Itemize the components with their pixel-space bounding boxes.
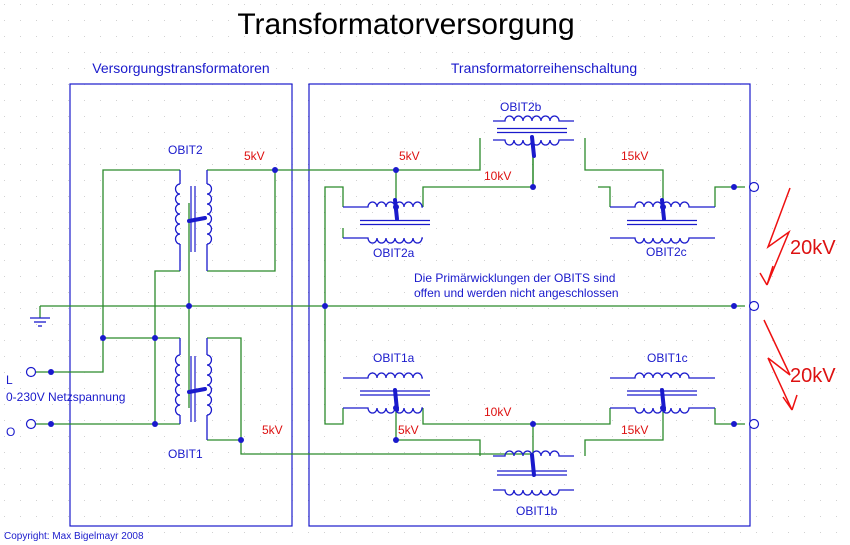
voltage-bottom-5kv: 5kV (398, 423, 419, 437)
output-terminals (748, 181, 760, 430)
voltage-bottom-15kv: 15kV (621, 423, 648, 437)
label-l: L (6, 373, 13, 387)
label-obit1a: OBIT1a (373, 351, 415, 365)
label-obit1: OBIT1 (168, 447, 203, 461)
output-terminal-center[interactable] (748, 300, 760, 312)
junction-dots (48, 167, 737, 443)
output-voltage-upper: 20kV (790, 237, 836, 259)
terminal-l[interactable] (25, 366, 37, 378)
heading-series-circuit: Transformatorreihenschaltung (451, 60, 637, 76)
output-voltage-lower: 20kV (790, 365, 836, 387)
wiring (36, 138, 745, 456)
lightning-lower-icon (763, 319, 798, 411)
voltage-obit2-secondary: 5kV (244, 149, 265, 163)
high-voltage-bolt-icons (759, 187, 798, 411)
transformer-obit2 (174, 170, 213, 271)
label-obit1c: OBIT1c (647, 351, 688, 365)
voltage-top-10kv: 10kV (484, 169, 511, 183)
label-obit2b: OBIT2b (500, 100, 542, 114)
output-terminal-bottom[interactable] (748, 418, 760, 430)
voltage-obit1-secondary: 5kV (262, 423, 283, 437)
heading-supply-transformers: Versorgungstransformatoren (92, 60, 269, 76)
ground-icon (30, 317, 50, 327)
label-supply-voltage: 0-230V Netzspannung (6, 390, 125, 404)
transformer-obit1 (174, 338, 213, 440)
copyright-text: Copyright: Max Bigelmayr 2008 (4, 531, 144, 542)
label-obit2: OBIT2 (168, 143, 203, 157)
voltage-top-15kv: 15kV (621, 149, 648, 163)
transformer-obit1b (493, 450, 574, 496)
label-obit1b: OBIT1b (516, 504, 558, 518)
terminal-o[interactable] (25, 418, 37, 430)
note-line-2: offen und werden nicht angeschlossen (414, 286, 619, 300)
transformer-obit2b (493, 115, 574, 158)
label-obit2a: OBIT2a (373, 246, 415, 260)
lightning-upper-icon (759, 187, 791, 286)
voltage-top-5kv: 5kV (399, 149, 420, 163)
note-line-1: Die Primärwicklungen der OBITS sind (414, 271, 615, 285)
supply-transformers-frame (69, 83, 293, 527)
output-terminal-top[interactable] (748, 181, 760, 193)
page-title: Transformatorversorgung (237, 8, 574, 41)
voltage-bottom-10kv: 10kV (484, 405, 511, 419)
label-o: O (6, 425, 15, 439)
input-terminals (25, 366, 37, 430)
label-obit2c: OBIT2c (646, 245, 687, 259)
